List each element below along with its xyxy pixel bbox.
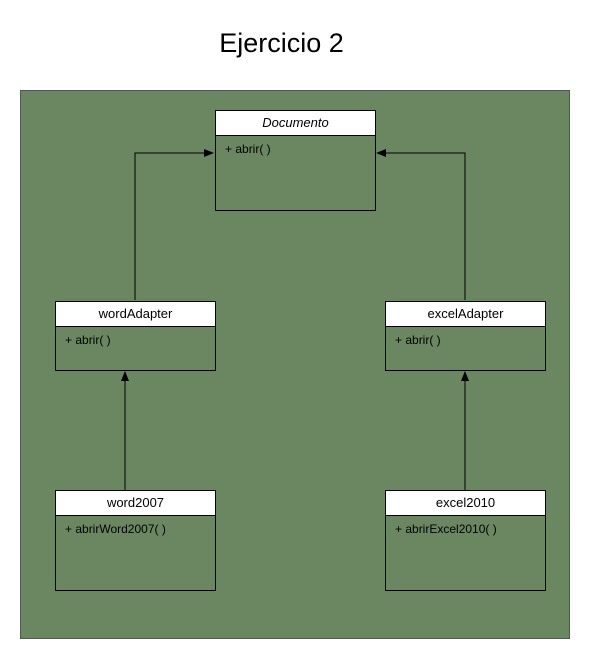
class-excel-adapter[interactable]: excelAdapter + abrir( ) (385, 301, 546, 371)
diagram-title: Ejercicio 2 (219, 28, 344, 58)
class-word2007[interactable]: word2007 + abrirWord2007( ) (55, 490, 216, 591)
class-word-adapter[interactable]: wordAdapter + abrir( ) (55, 301, 216, 371)
class-name: excel2010 (386, 491, 545, 516)
diagram-canvas (20, 90, 570, 639)
class-method: + abrir( ) (225, 142, 271, 156)
class-excel2010[interactable]: excel2010 + abrirExcel2010( ) (385, 490, 546, 591)
class-method: + abrir( ) (395, 333, 441, 347)
class-name: excelAdapter (386, 302, 545, 327)
class-name: wordAdapter (56, 302, 215, 327)
class-name: Documento (216, 111, 375, 136)
class-documento[interactable]: Documento + abrir( ) (215, 110, 376, 211)
class-name: word2007 (56, 491, 215, 516)
class-method: + abrir( ) (65, 333, 111, 347)
class-method: + abrirExcel2010( ) (395, 522, 497, 536)
class-method: + abrirWord2007( ) (65, 522, 166, 536)
